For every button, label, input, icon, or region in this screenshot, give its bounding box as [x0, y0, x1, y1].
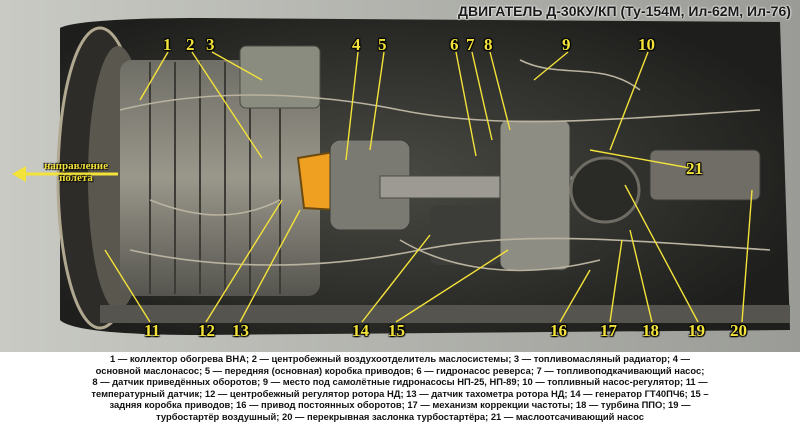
- compressor-casing: [120, 60, 320, 296]
- legend-line-6: турбостартёр воздушный; 20 — перекрывная…: [156, 410, 644, 422]
- exhaust-section: [649, 149, 761, 201]
- callout-7: 7: [466, 35, 475, 54]
- diagram-title: ДВИГАТЕЛЬ Д-30КУ/КП (Ту-154М, Ил-62М, Ил…: [458, 3, 791, 19]
- callout-18: 18: [642, 321, 659, 340]
- turbine-starter: [569, 156, 641, 224]
- callout-21: 21: [686, 159, 703, 178]
- flight-direction-label: направление полета: [34, 160, 118, 184]
- callout-14: 14: [352, 321, 369, 340]
- callout-13: 13: [232, 321, 249, 340]
- legend-line-1: 1 — коллектор обогрева ВНА; 2 — центробе…: [110, 353, 690, 364]
- legend-line-5: задняя коробка приводов; 16 — привод пос…: [109, 399, 691, 411]
- callout-9: 9: [562, 35, 571, 54]
- callout-15: 15: [388, 321, 405, 340]
- callout-19: 19: [688, 321, 705, 340]
- callout-10: 10: [638, 35, 655, 54]
- lower-frame: [100, 305, 790, 323]
- callout-1: 1: [163, 35, 172, 54]
- rear-gearbox: [499, 119, 571, 271]
- legend-line-2: основной маслонасос; 5 — передняя (основ…: [95, 364, 705, 376]
- callout-8: 8: [484, 35, 493, 54]
- engine-illustration: [0, 0, 800, 352]
- engine-photo: ДВИГАТЕЛЬ Д-30КУ/КП (Ту-154М, Ил-62М, Ил…: [0, 0, 800, 352]
- callout-16: 16: [550, 321, 567, 340]
- callout-5: 5: [378, 35, 387, 54]
- callout-6: 6: [450, 35, 459, 54]
- generator: [430, 205, 500, 265]
- flight-direction-line1: направление: [43, 160, 109, 172]
- flight-direction-arrow: [12, 166, 118, 182]
- callout-2: 2: [186, 35, 195, 54]
- legend-line-3: 8 — датчик приведённых оборотов; 9 — мес…: [92, 376, 708, 388]
- callout-20: 20: [730, 321, 747, 340]
- callout-4: 4: [352, 35, 361, 54]
- legend-caption: 1 — коллектор обогрева ВНА; 2 — центробе…: [0, 352, 800, 424]
- callout-11: 11: [144, 321, 161, 340]
- callout-leaders: [104, 51, 753, 323]
- oil-radiator: [239, 45, 321, 109]
- flight-direction-line2: полета: [59, 172, 93, 184]
- legend-line-4: температурный датчик; 12 — центробежный …: [91, 387, 709, 399]
- tubing: [119, 59, 771, 272]
- callout-3: 3: [206, 35, 215, 54]
- callout-12: 12: [198, 321, 215, 340]
- callout-17: 17: [600, 321, 617, 340]
